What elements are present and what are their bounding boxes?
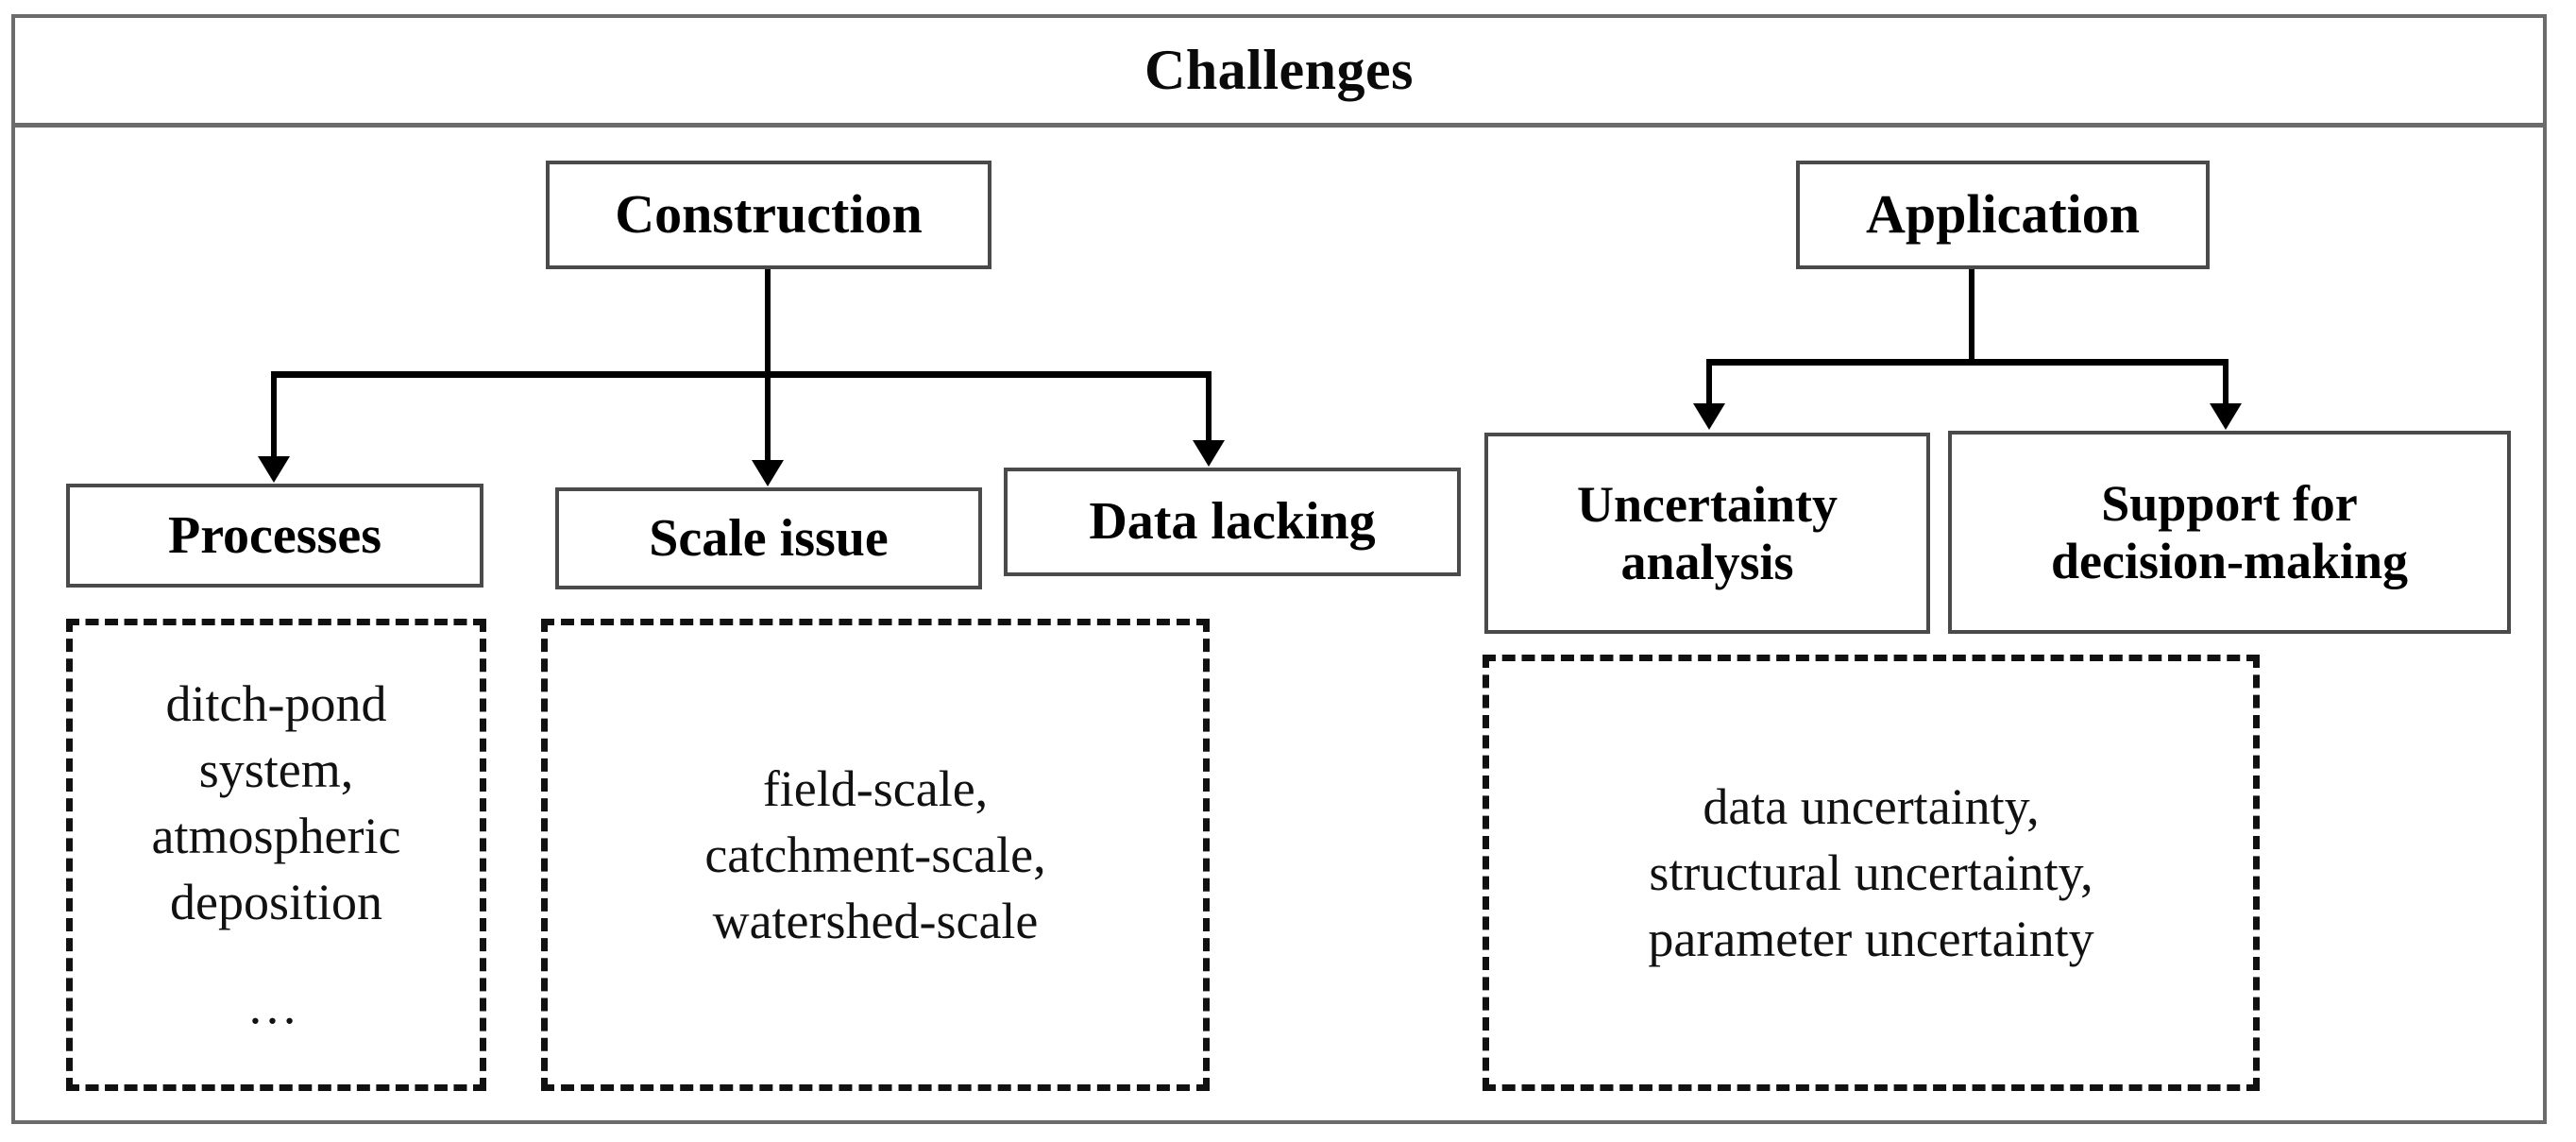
connector-application-drop-right <box>2223 359 2229 408</box>
detail-line: data uncertainty, <box>1703 777 2040 835</box>
node-label-line: decision-making <box>2050 532 2409 589</box>
node-processes-label: Processes <box>168 505 381 565</box>
connector-application-stem <box>1969 269 1974 364</box>
node-construction[interactable]: Construction <box>546 161 991 269</box>
connector-construction-stem <box>765 269 771 375</box>
arrow-head-processes <box>258 456 290 483</box>
header-divider <box>11 123 2547 128</box>
detail-ellipsis: … <box>246 978 306 1035</box>
node-construction-label: Construction <box>615 183 923 246</box>
node-application-label: Application <box>1865 183 2141 246</box>
connector-construction-drop-right <box>1206 371 1212 445</box>
detail-line: field-scale, <box>762 759 989 817</box>
node-support-decision-making[interactable]: Support for decision-making <box>1948 431 2511 634</box>
detail-line: parameter uncertainty <box>1648 911 2094 968</box>
arrow-head-data-lacking <box>1193 440 1225 467</box>
detail-line: system, <box>198 741 354 798</box>
connector-construction-bus <box>271 371 1212 378</box>
detail-box-processes-text: ditch-pond system, atmospheric depositio… <box>146 671 407 1040</box>
diagram-title: Challenges <box>1144 38 1415 101</box>
detail-line: catchment-scale, <box>704 826 1046 883</box>
node-support-decision-making-label: Support for decision-making <box>2042 475 2417 589</box>
detail-box-uncertainty: data uncertainty, structural uncertainty… <box>1483 655 2260 1091</box>
connector-construction-drop-mid <box>765 371 771 465</box>
detail-box-scale-issue: field-scale, catchment-scale, watershed-… <box>541 619 1210 1091</box>
node-scale-issue[interactable]: Scale issue <box>555 487 982 589</box>
node-uncertainty-analysis[interactable]: Uncertainty analysis <box>1484 433 1930 634</box>
detail-line: ditch-pond <box>165 674 387 732</box>
arrow-head-scale-issue <box>752 460 784 486</box>
node-label-line: analysis <box>1620 533 1794 590</box>
node-processes[interactable]: Processes <box>66 484 483 588</box>
detail-line: deposition <box>169 874 382 931</box>
detail-line: structural uncertainty, <box>1649 844 2093 901</box>
node-scale-issue-label: Scale issue <box>649 508 889 568</box>
arrow-head-support <box>2210 403 2242 430</box>
detail-line: atmospheric <box>151 807 401 864</box>
arrow-head-uncertainty <box>1693 403 1725 430</box>
node-data-lacking[interactable]: Data lacking <box>1004 468 1461 576</box>
node-label-line: Uncertainty <box>1577 476 1838 534</box>
detail-line: watershed-scale <box>712 893 1039 950</box>
node-data-lacking-label: Data lacking <box>1089 492 1376 552</box>
node-uncertainty-analysis-label: Uncertainty analysis <box>1568 476 1847 590</box>
detail-box-scale-issue-text: field-scale, catchment-scale, watershed-… <box>699 756 1051 955</box>
connector-construction-drop-left <box>271 371 277 461</box>
connector-application-bus <box>1706 359 2229 366</box>
detail-box-processes: ditch-pond system, atmospheric depositio… <box>66 619 486 1091</box>
node-application[interactable]: Application <box>1796 161 2210 269</box>
detail-box-uncertainty-text: data uncertainty, structural uncertainty… <box>1642 774 2099 973</box>
node-label-line: Support for <box>2101 475 2358 533</box>
connector-application-drop-left <box>1706 359 1712 408</box>
